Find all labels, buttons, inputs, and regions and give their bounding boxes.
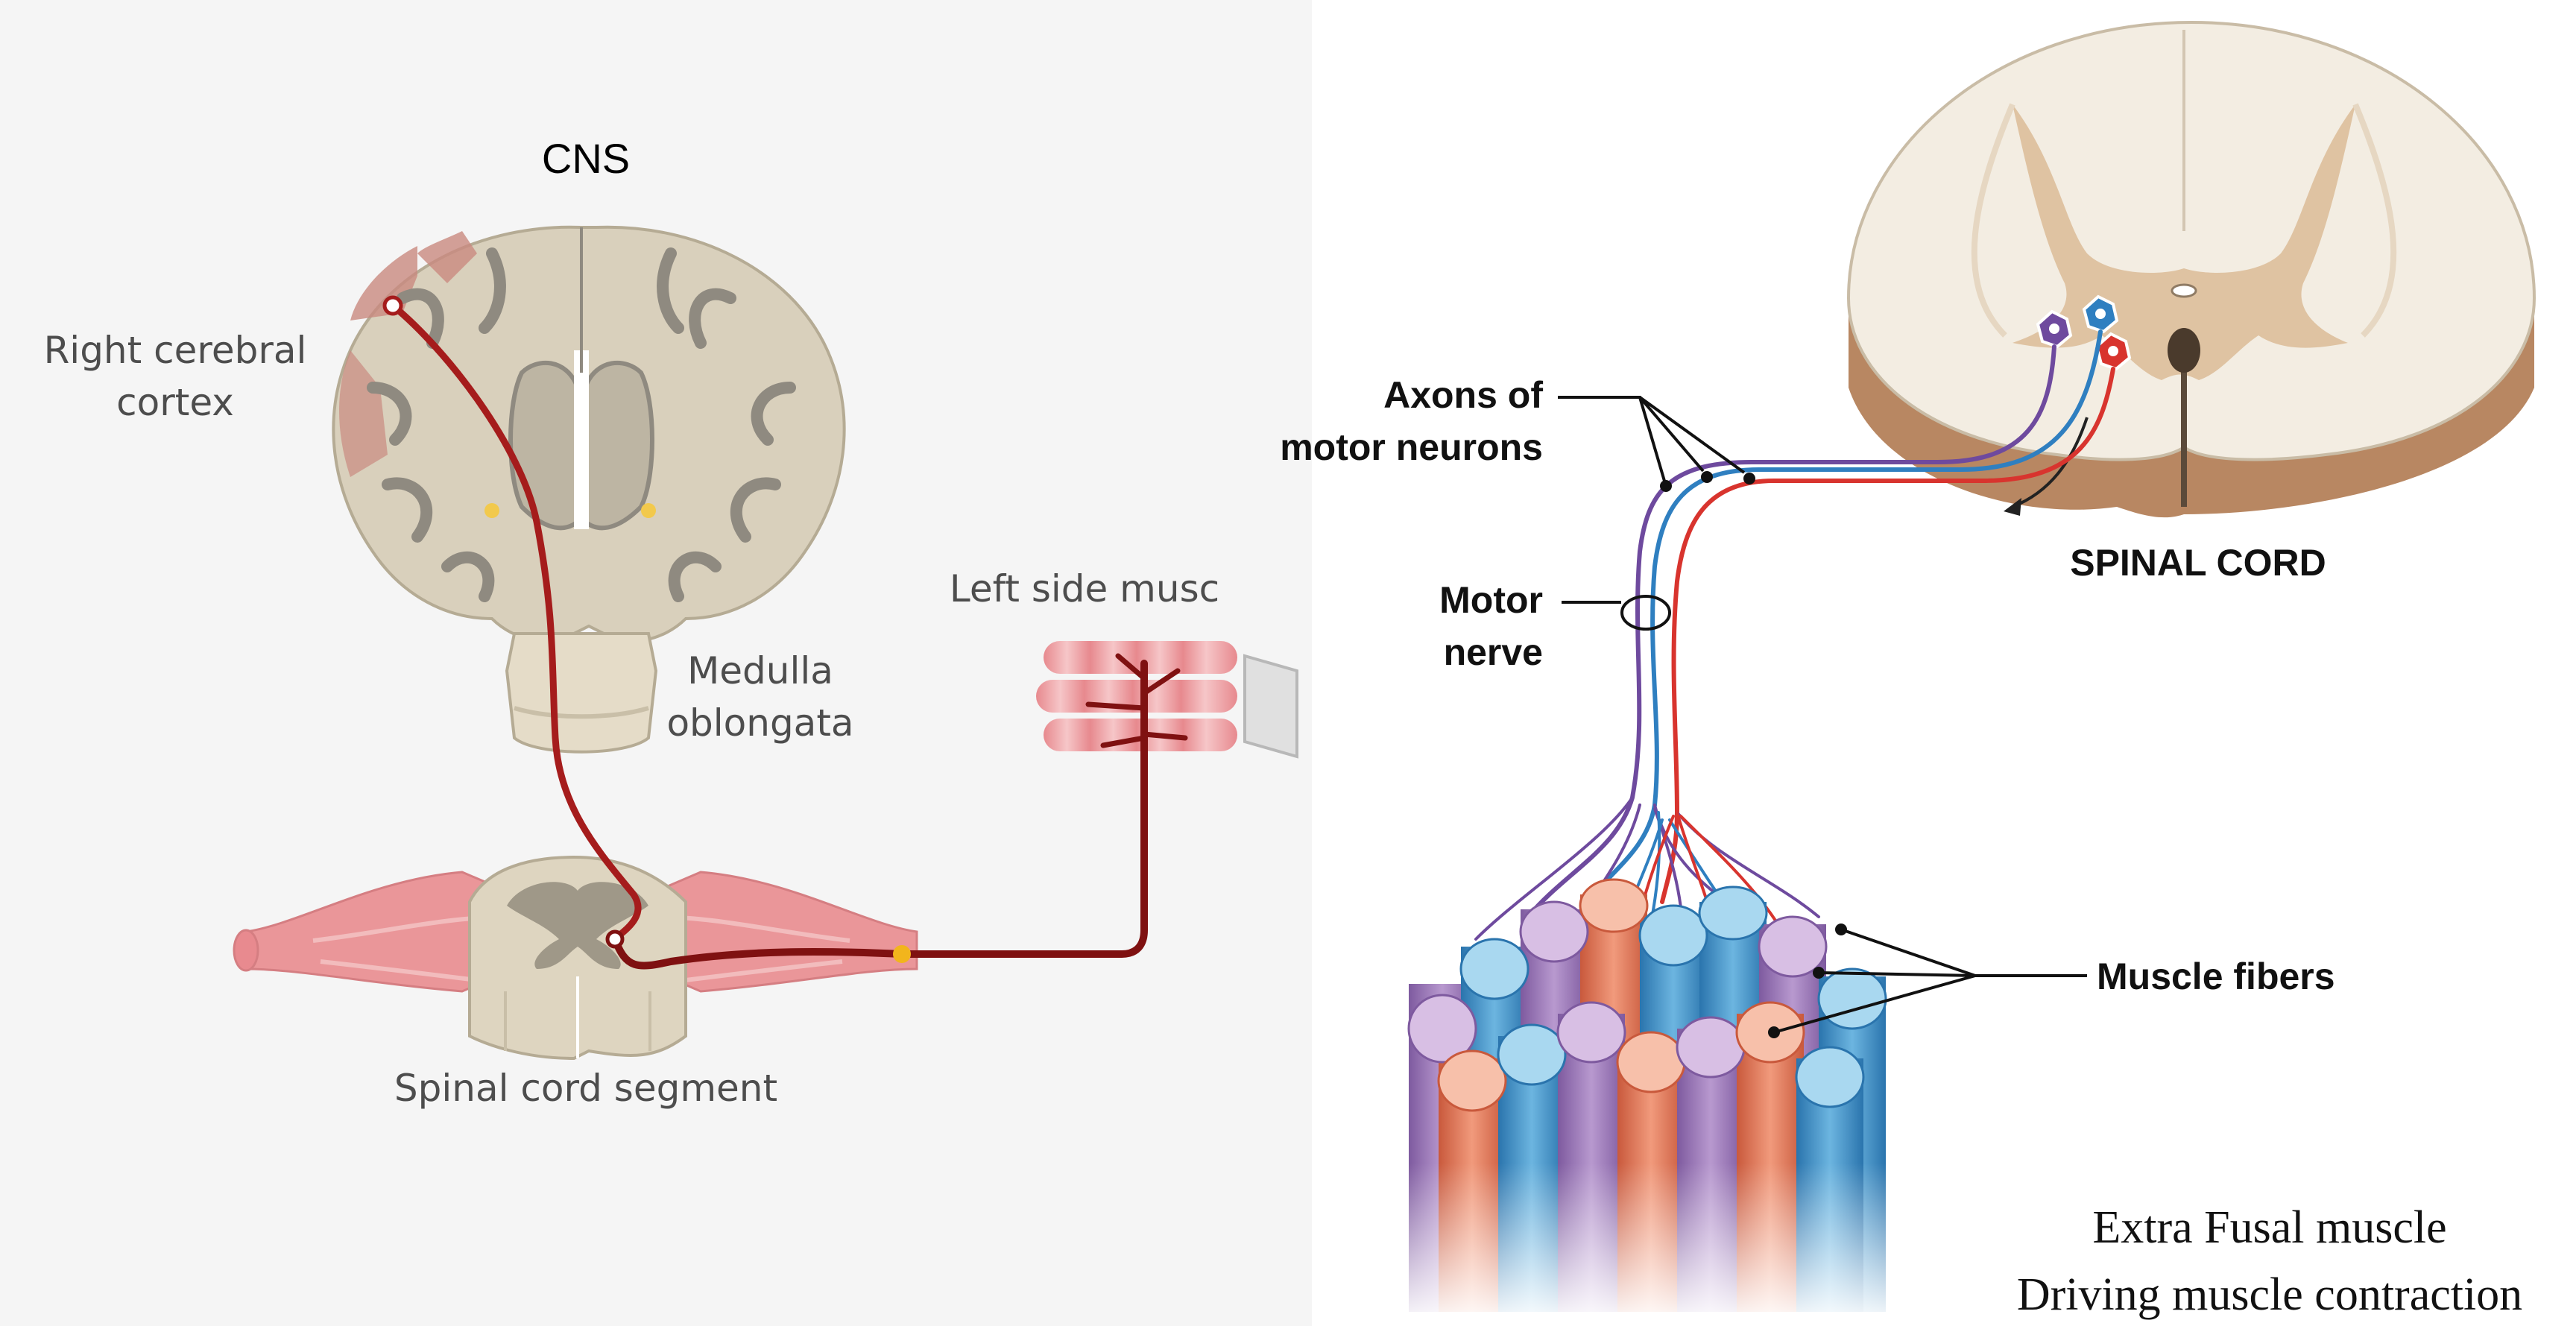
caption-line1: Extra Fusal muscle: [2092, 1202, 2446, 1253]
caption-line2: Driving muscle contraction: [2017, 1269, 2522, 1320]
label-motor-nerve-line1: Motor: [1439, 579, 1543, 621]
label-spinal-cord: SPINAL CORD: [2070, 542, 2326, 584]
label-spinal-cord-segment: Spinal cord segment: [394, 1067, 777, 1110]
label-left-side-muscle: Left side musc: [950, 567, 1219, 610]
label-axons-line2: motor neurons: [1280, 426, 1543, 468]
label-right-cerebral-cortex-line2: cortex: [116, 381, 234, 424]
label-motor-nerve-line2: nerve: [1444, 631, 1543, 673]
brain-coronal-section: [333, 227, 844, 642]
medulla-oblongata: [507, 634, 656, 752]
spinal-cord-cross-section: [1849, 22, 2534, 517]
label-medulla-line2: oblongata: [666, 701, 853, 745]
left-side-muscle: [1036, 641, 1297, 757]
label-muscle-fibers: Muscle fibers: [2097, 956, 2335, 997]
label-right-cerebral-cortex-line1: Right cerebral: [44, 329, 307, 372]
label-axons-line1: Axons of: [1383, 374, 1543, 416]
cns-title: CNS: [542, 135, 630, 182]
muscle-fiber-bundle: [1401, 880, 1901, 1326]
label-medulla-line1: Medulla: [687, 649, 833, 692]
